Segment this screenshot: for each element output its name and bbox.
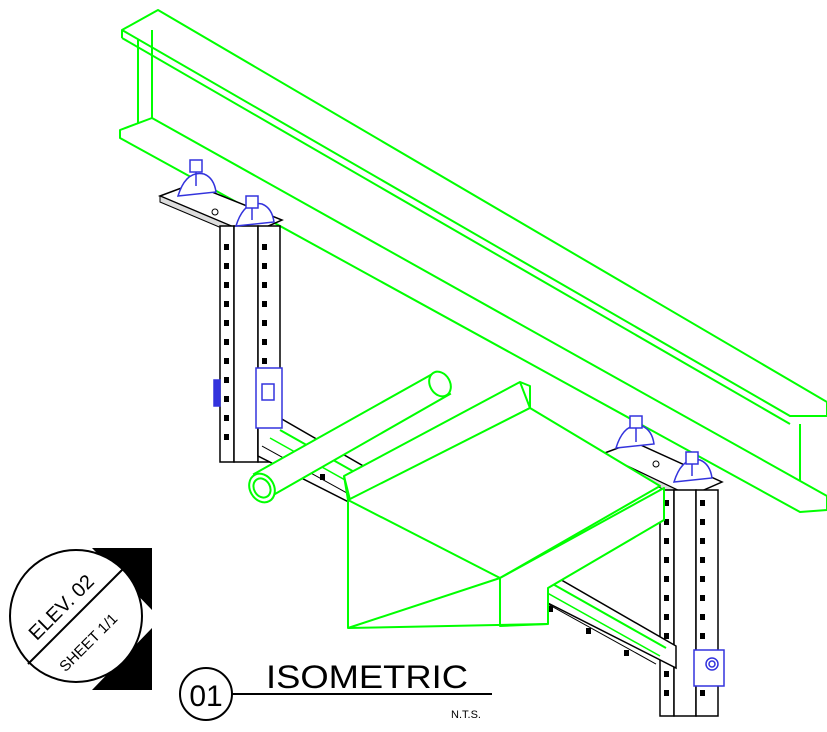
strut-slot: [262, 358, 267, 364]
clamp-4: [672, 451, 713, 483]
strut-slot: [224, 263, 229, 269]
strut-slot: [700, 690, 705, 696]
strut-slot: [624, 650, 629, 656]
strut-slot: [262, 282, 267, 288]
strut-slot: [700, 500, 705, 506]
clamp-3: [614, 415, 655, 449]
strut-slot: [224, 434, 229, 440]
strut-slot: [262, 301, 267, 307]
drawing-title: ISOMETRIC: [266, 659, 468, 695]
strut-slot: [224, 339, 229, 345]
strut-slot: [664, 557, 669, 563]
i-beam: [119, 9, 827, 513]
strut-slot: [224, 301, 229, 307]
strut-slot: [700, 614, 705, 620]
strut-slot: [586, 628, 591, 634]
strut-slot: [224, 358, 229, 364]
cable-tray: [343, 381, 665, 629]
strut-bracket-left: [213, 367, 283, 429]
strut-slot: [664, 576, 669, 582]
strut-slot: [224, 415, 229, 421]
beam-clamps: [176, 159, 725, 687]
strut-slot: [664, 633, 669, 639]
pipe: [248, 370, 452, 504]
strut-slot: [664, 519, 669, 525]
strut-slot: [224, 377, 229, 383]
drawing-number: 01: [189, 680, 222, 713]
strut-slot: [700, 557, 705, 563]
clamp-1: [176, 159, 217, 197]
strut-slot: [664, 690, 669, 696]
title-block: 01 ISOMETRIC N.T.S.: [179, 659, 492, 721]
clamp-2: [234, 195, 275, 227]
elevation-tag: ELEV. 02 SHEET 1/1: [9, 548, 152, 690]
strut-slot: [700, 595, 705, 601]
strut-slot: [224, 282, 229, 288]
strut-slot: [262, 244, 267, 250]
strut-slot: [320, 474, 325, 480]
strut-slot: [664, 614, 669, 620]
strut-slot: [700, 576, 705, 582]
strut-bracket-right: [693, 649, 725, 687]
strut-slot: [664, 538, 669, 544]
strut-slot: [262, 263, 267, 269]
drawing-scale: N.T.S.: [451, 709, 481, 721]
strut-slot: [664, 500, 669, 506]
strut-slot: [224, 396, 229, 402]
strut-slot: [700, 519, 705, 525]
strut-slot: [548, 606, 553, 612]
strut-slot: [224, 320, 229, 326]
strut-slot: [664, 595, 669, 601]
strut-slot: [700, 633, 705, 639]
strut-slot: [664, 671, 669, 677]
strut-slot: [262, 320, 267, 326]
strut-slot: [262, 339, 267, 345]
strut-slot: [700, 538, 705, 544]
strut-slot: [224, 244, 229, 250]
